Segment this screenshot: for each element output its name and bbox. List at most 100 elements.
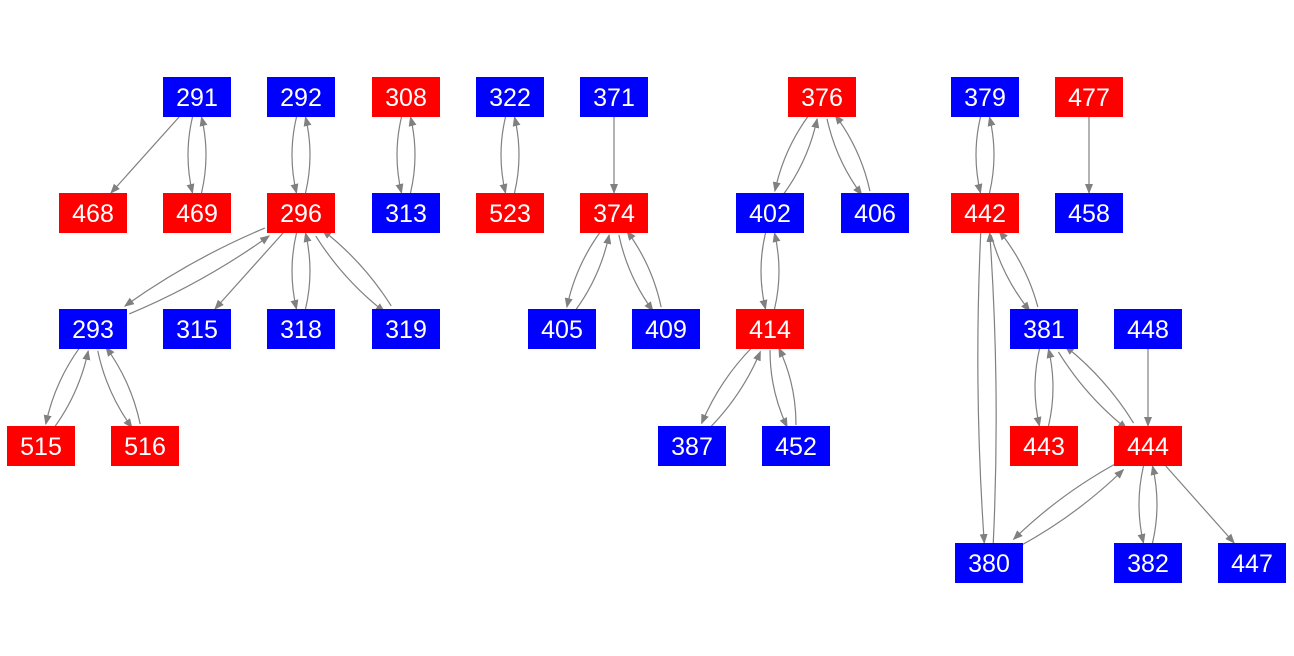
node-409: 409 bbox=[632, 309, 700, 349]
node-box bbox=[762, 426, 830, 466]
node-box bbox=[1114, 426, 1182, 466]
node-label: 452 bbox=[775, 433, 817, 461]
node-box bbox=[1114, 543, 1182, 583]
edge-381-to-443 bbox=[1033, 348, 1042, 427]
node-box bbox=[736, 193, 804, 233]
node-box bbox=[59, 193, 127, 233]
node-label: 322 bbox=[489, 84, 531, 112]
edges bbox=[43, 114, 1235, 548]
node-box bbox=[163, 77, 231, 117]
node-374: 374 bbox=[580, 193, 648, 233]
edge-296-to-318 bbox=[290, 232, 299, 310]
node-label: 448 bbox=[1127, 316, 1169, 344]
node-box bbox=[267, 77, 335, 117]
node-label: 379 bbox=[964, 84, 1006, 112]
edge-409-to-374 bbox=[626, 230, 662, 308]
node-label: 444 bbox=[1127, 433, 1169, 461]
node-382: 382 bbox=[1114, 543, 1182, 583]
node-381: 381 bbox=[1010, 309, 1078, 349]
node-376: 376 bbox=[788, 77, 856, 117]
node-516: 516 bbox=[111, 426, 179, 466]
node-box bbox=[59, 309, 127, 349]
node-label: 318 bbox=[280, 316, 322, 344]
node-box bbox=[658, 426, 726, 466]
node-label: 376 bbox=[801, 84, 843, 112]
edge-414-to-387 bbox=[701, 346, 754, 425]
edge-444-to-381 bbox=[1064, 345, 1135, 424]
node-477: 477 bbox=[1055, 77, 1123, 117]
node-label: 387 bbox=[671, 433, 713, 461]
edge-452-to-414 bbox=[778, 347, 797, 426]
edge-516-to-293 bbox=[105, 346, 141, 425]
node-box bbox=[1218, 543, 1286, 583]
node-448: 448 bbox=[1114, 309, 1182, 349]
node-label: 308 bbox=[385, 84, 427, 112]
node-box bbox=[955, 543, 1023, 583]
edge-296-to-315 bbox=[214, 232, 284, 310]
edge-414-to-452 bbox=[769, 349, 788, 428]
node-label: 443 bbox=[1023, 433, 1065, 461]
node-296: 296 bbox=[267, 193, 335, 233]
node-label: 405 bbox=[541, 316, 583, 344]
node-box bbox=[1010, 426, 1078, 466]
node-322: 322 bbox=[476, 77, 544, 117]
edge-442-to-381 bbox=[990, 234, 1031, 312]
node-label: 523 bbox=[489, 200, 531, 228]
node-label: 447 bbox=[1231, 550, 1273, 578]
edge-376-to-402 bbox=[772, 114, 810, 193]
edge-406-to-376 bbox=[834, 114, 871, 192]
node-box bbox=[1010, 309, 1078, 349]
node-label: 381 bbox=[1023, 316, 1065, 344]
node-box bbox=[1114, 309, 1182, 349]
node-box bbox=[951, 77, 1019, 117]
node-label: 469 bbox=[176, 200, 218, 228]
edge-376-to-406 bbox=[826, 118, 863, 196]
edge-291-to-469 bbox=[186, 116, 195, 194]
node-box bbox=[476, 193, 544, 233]
node-box bbox=[372, 309, 440, 349]
node-label: 382 bbox=[1127, 550, 1169, 578]
node-label: 406 bbox=[854, 200, 896, 228]
edge-414-to-402 bbox=[772, 232, 781, 310]
node-315: 315 bbox=[163, 309, 231, 349]
node-515: 515 bbox=[7, 426, 75, 466]
edge-318-to-296 bbox=[303, 232, 312, 310]
node-label: 313 bbox=[385, 200, 427, 228]
edge-381-to-442 bbox=[998, 230, 1039, 308]
edge-405-to-374 bbox=[574, 233, 612, 312]
edge-293-to-516 bbox=[97, 350, 133, 429]
edge-444-to-382 bbox=[1137, 465, 1146, 544]
node-387: 387 bbox=[658, 426, 726, 466]
node-442: 442 bbox=[951, 193, 1019, 233]
node-box bbox=[580, 193, 648, 233]
node-label: 442 bbox=[964, 200, 1006, 228]
edge-387-to-414 bbox=[708, 350, 761, 429]
edge-380-to-444 bbox=[1018, 468, 1125, 548]
node-label: 293 bbox=[72, 316, 114, 344]
node-box bbox=[267, 193, 335, 233]
edge-293-to-515 bbox=[43, 346, 81, 426]
node-box bbox=[372, 77, 440, 117]
node-458: 458 bbox=[1055, 193, 1123, 233]
edge-402-to-414 bbox=[759, 232, 768, 310]
edge-381-to-444 bbox=[1057, 351, 1128, 430]
node-box bbox=[163, 193, 231, 233]
node-box bbox=[580, 77, 648, 117]
node-label: 371 bbox=[593, 84, 635, 112]
edge-374-to-409 bbox=[618, 234, 654, 312]
node-label: 291 bbox=[176, 84, 218, 112]
node-box bbox=[372, 193, 440, 233]
edge-313-to-308 bbox=[408, 116, 417, 194]
node-402: 402 bbox=[736, 193, 804, 233]
node-box bbox=[1055, 193, 1123, 233]
edge-402-to-376 bbox=[782, 117, 820, 196]
node-box bbox=[951, 193, 1019, 233]
node-box bbox=[736, 309, 804, 349]
node-label: 458 bbox=[1068, 200, 1110, 228]
node-291: 291 bbox=[163, 77, 231, 117]
node-523: 523 bbox=[476, 193, 544, 233]
edge-292-to-296 bbox=[290, 116, 299, 194]
